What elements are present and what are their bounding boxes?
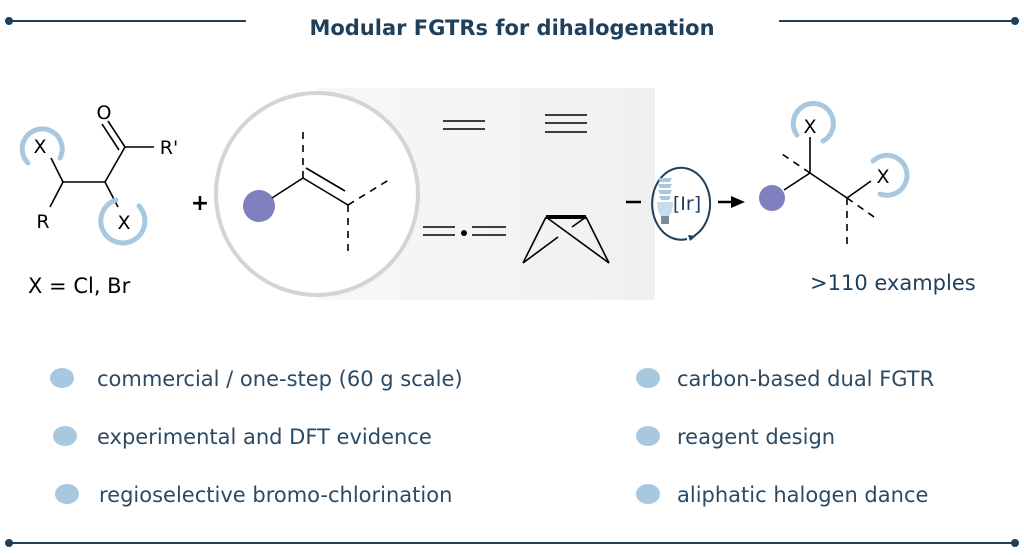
svg-text:R: R (36, 211, 49, 233)
feature-item: experimental and DFT evidence (97, 425, 432, 449)
dihalogenated-product-structure: X X (759, 101, 910, 248)
page-title: Modular FGTRs for dihalogenation (309, 16, 714, 40)
plus-sign: + (191, 191, 209, 216)
examples-count: >110 examples (810, 271, 976, 295)
feature-item: commercial / one-step (60 g scale) (97, 367, 463, 391)
reaction-arrow: [Ir] (626, 166, 745, 241)
alkene-symbol (443, 120, 485, 130)
alkene-highlight-circle (214, 91, 420, 297)
feature-item: carbon-based dual FGTR (677, 367, 934, 391)
feature-item: aliphatic halogen dance (677, 483, 928, 507)
svg-text:X: X (876, 166, 889, 188)
light-bulb-icon (657, 178, 673, 224)
feature-item: reagent design (677, 425, 835, 449)
bicyclobutane-symbol (522, 215, 610, 264)
svg-text:R': R' (160, 137, 178, 159)
alkene-structure (243, 128, 393, 256)
title-divider-right (779, 17, 1019, 25)
footer-divider (5, 539, 1019, 547)
feature-list-left: commercial / one-step (60 g scale) exper… (50, 367, 463, 507)
svg-text:X: X (33, 136, 46, 158)
dihalide-substrate-structure: X R O R' X (19, 102, 178, 246)
feature-list-right: carbon-based dual FGTR reagent design al… (636, 367, 934, 507)
svg-text:X: X (117, 212, 130, 234)
feature-item: regioselective bromo-chlorination (99, 483, 452, 507)
title-divider-left (5, 17, 246, 25)
allene-symbol (423, 226, 506, 236)
functional-group-dot (759, 185, 785, 211)
functional-group-dot (243, 190, 275, 222)
halogen-definition: X = Cl, Br (28, 274, 131, 298)
svg-text:O: O (97, 102, 112, 124)
svg-text:X: X (803, 116, 816, 138)
catalyst-label: [Ir] (673, 193, 701, 215)
alkyne-symbol (545, 114, 587, 133)
